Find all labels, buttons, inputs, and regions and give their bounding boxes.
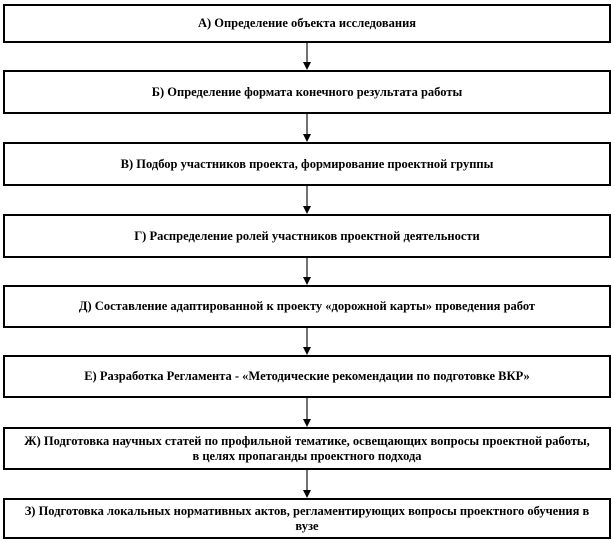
down-arrow-icon [3,186,611,214]
flow-step-zh-label: Ж) Подготовка научных статей по профильн… [24,433,590,463]
down-arrow-icon [3,114,611,142]
flow-step-g-label: Г) Распределение ролей участников проект… [134,228,480,243]
flow-step-e: Е) Разработка Регламента - «Методические… [3,355,611,398]
arrow-head-icon [303,347,311,355]
flow-step-v: В) Подбор участников проекта, формирован… [3,142,611,186]
down-arrow-icon [3,258,611,285]
flow-step-z-label: З) Подготовка локальных нормативных акто… [24,503,590,533]
flow-step-d: Д) Составление адаптированной к проекту … [3,285,611,328]
arrow-head-icon [303,277,311,285]
down-arrow-icon [3,43,611,70]
arrow-shaft [306,186,308,206]
down-arrow-icon [3,470,611,498]
flow-step-z: З) Подготовка локальных нормативных акто… [3,498,611,539]
arrow-shaft [306,470,308,490]
arrow-head-icon [303,419,311,427]
flow-step-b: Б) Определение формата конечного результ… [3,70,611,114]
arrow-shaft [306,258,308,277]
arrow-shaft [306,328,308,347]
arrow-head-icon [303,490,311,498]
flow-step-d-label: Д) Составление адаптированной к проекту … [78,299,536,313]
down-arrow-icon [3,398,611,427]
flow-step-b-label: Б) Определение формата конечного результ… [151,84,463,99]
arrow-shaft [306,398,308,419]
flow-step-g: Г) Распределение ролей участников проект… [3,214,611,258]
flow-step-e-label: Е) Разработка Регламента - «Методические… [84,369,530,383]
flow-step-v-label: В) Подбор участников проекта, формирован… [120,156,494,171]
arrow-head-icon [303,134,311,142]
flow-step-a: А) Определение объекта исследования [3,4,611,43]
arrow-shaft [306,43,308,62]
flow-step-a-label: А) Определение объекта исследования [197,16,417,30]
arrow-head-icon [303,62,311,70]
flow-step-zh: Ж) Подготовка научных статей по профильн… [3,427,611,470]
arrow-shaft [306,114,308,134]
down-arrow-icon [3,328,611,355]
arrow-head-icon [303,206,311,214]
